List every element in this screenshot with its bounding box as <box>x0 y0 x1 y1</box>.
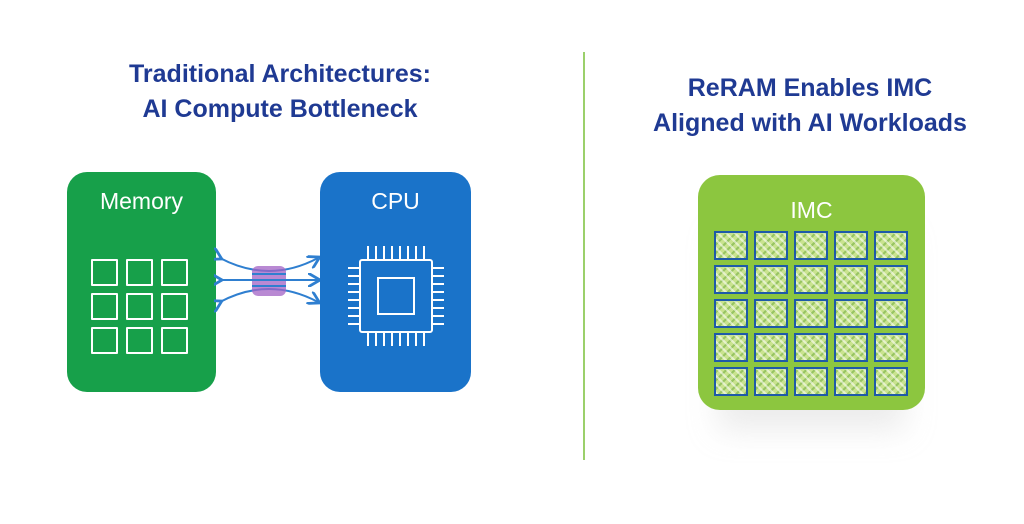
imc-cell <box>754 333 788 362</box>
left-panel-title: Traditional Architectures: AI Compute Bo… <box>40 57 520 127</box>
imc-cell <box>794 367 828 396</box>
imc-cell <box>874 299 908 328</box>
imc-cell <box>714 367 748 396</box>
imc-cell <box>794 299 828 328</box>
imc-cell <box>714 265 748 294</box>
right-title-line2: Aligned with AI Workloads <box>653 109 967 137</box>
right-title-line1: ReRAM Enables IMC <box>687 74 933 102</box>
memory-cell <box>161 327 188 354</box>
imc-cell <box>874 333 908 362</box>
imc-cell <box>714 299 748 328</box>
cpu-chip-icon <box>348 246 444 346</box>
imc-cell <box>714 333 748 362</box>
imc-cell <box>834 299 868 328</box>
imc-cell <box>834 265 868 294</box>
imc-cell <box>834 367 868 396</box>
imc-cell <box>754 299 788 328</box>
imc-block: IMC <box>698 175 925 410</box>
imc-cell <box>754 367 788 396</box>
imc-cell <box>714 231 748 260</box>
right-panel-title: ReRAM Enables IMC Aligned with AI Worklo… <box>600 71 1020 141</box>
imc-cell <box>754 265 788 294</box>
cpu-block: CPU <box>320 172 471 392</box>
imc-label: IMC <box>790 197 833 223</box>
imc-cell <box>874 231 908 260</box>
memory-cell <box>161 259 188 286</box>
memory-label: Memory <box>99 188 184 214</box>
imc-cell <box>874 367 908 396</box>
left-title-line1: Traditional Architectures: <box>129 60 431 88</box>
imc-cell <box>794 333 828 362</box>
memory-cell <box>91 259 118 286</box>
memory-cell <box>126 293 153 320</box>
imc-cell <box>834 231 868 260</box>
memory-block: Memory <box>67 172 216 392</box>
imc-cell <box>794 265 828 294</box>
imc-cell <box>794 231 828 260</box>
left-title-line2: AI Compute Bottleneck <box>142 95 418 123</box>
imc-cell <box>754 231 788 260</box>
memory-cell <box>161 293 188 320</box>
memory-cell <box>126 259 153 286</box>
memory-cell <box>91 293 118 320</box>
memory-cell <box>126 327 153 354</box>
panel-divider <box>583 52 585 460</box>
imc-cell <box>874 265 908 294</box>
cpu-label: CPU <box>371 188 420 214</box>
imc-cell <box>834 333 868 362</box>
bottleneck-arrows-icon <box>214 246 324 316</box>
memory-cell <box>91 327 118 354</box>
